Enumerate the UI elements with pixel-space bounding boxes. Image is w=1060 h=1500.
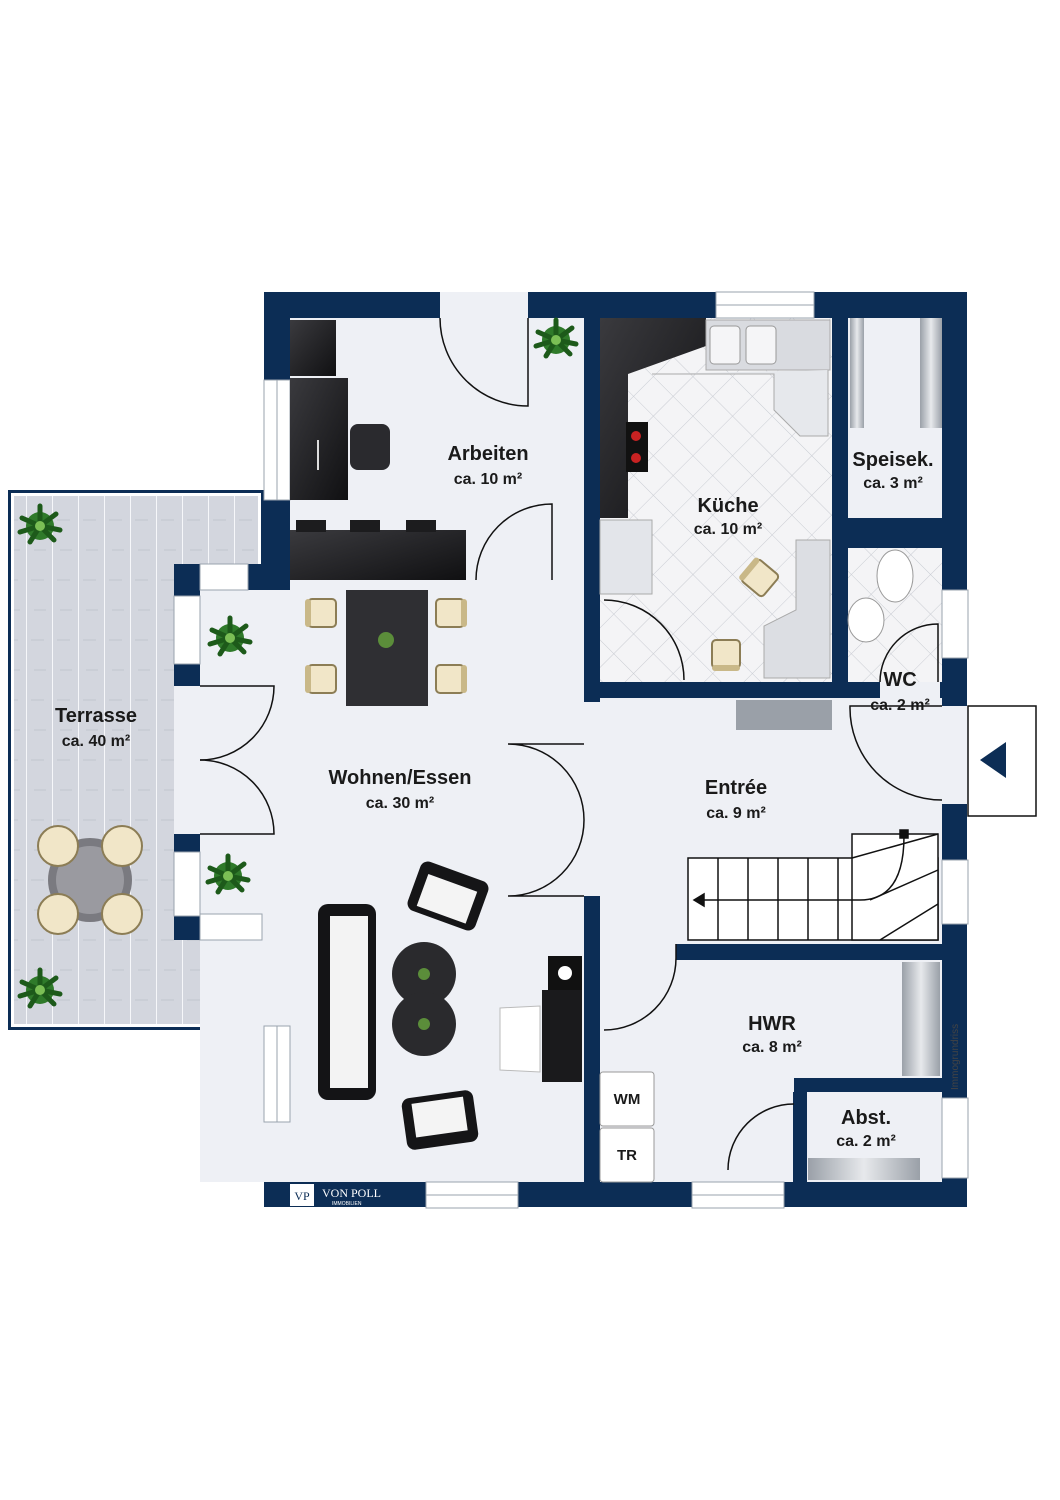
room-area-arbeiten: ca. 10 m² [454,471,522,488]
pantry-shelves [850,318,942,428]
staircase [687,829,939,941]
room-name-wohnen: Wohnen/Essen [329,767,472,789]
living-furniture [318,861,582,1150]
room-area-kueche: ca. 10 m² [694,521,762,538]
room-labels: Arbeiten ca. 10 m² Küche ca. 10 m² Speis… [55,443,961,1164]
room-area-wohnen: ca. 30 m² [366,795,434,812]
office-furniture [290,320,466,580]
room-area-abst: ca. 2 m² [836,1133,896,1150]
entrance-marker [967,705,1037,817]
kitchen-furniture [599,318,832,730]
room-name-terrasse: Terrasse [55,705,137,727]
room-area-speisek: ca. 3 m² [863,475,923,492]
room-name-hwr: HWR [748,1013,796,1035]
dining-set [304,590,468,706]
room-name-arbeiten: Arbeiten [447,443,528,465]
room-name-kueche: Küche [697,495,758,517]
doors [174,292,968,1171]
washer-label: WM [614,1091,641,1108]
room-area-wc: ca. 2 m² [870,697,930,714]
room-name-speisek: Speisek. [852,449,933,471]
terrace-furniture [37,825,143,935]
hwr-furniture [599,962,940,1183]
wc-fixtures [847,549,914,643]
dryer-label: TR [617,1147,637,1164]
room-name-wc: WC [883,669,916,691]
room-area-terrasse: ca. 40 m² [62,733,130,750]
room-name-entree: Entrée [705,777,767,799]
logo-name: VON POLL [322,1186,381,1200]
logo-mark: VP [294,1189,310,1203]
von-poll-logo: VP VON POLL IMMOBILIEN [290,1184,381,1207]
room-area-entree: ca. 9 m² [706,805,766,822]
room-name-abst: Abst. [841,1107,891,1129]
windows [173,291,969,1209]
room-area-hwr: ca. 8 m² [742,1039,802,1056]
credit-text: Immogrundriss [950,1024,961,1090]
logo-sub: IMMOBILIEN [332,1201,362,1207]
